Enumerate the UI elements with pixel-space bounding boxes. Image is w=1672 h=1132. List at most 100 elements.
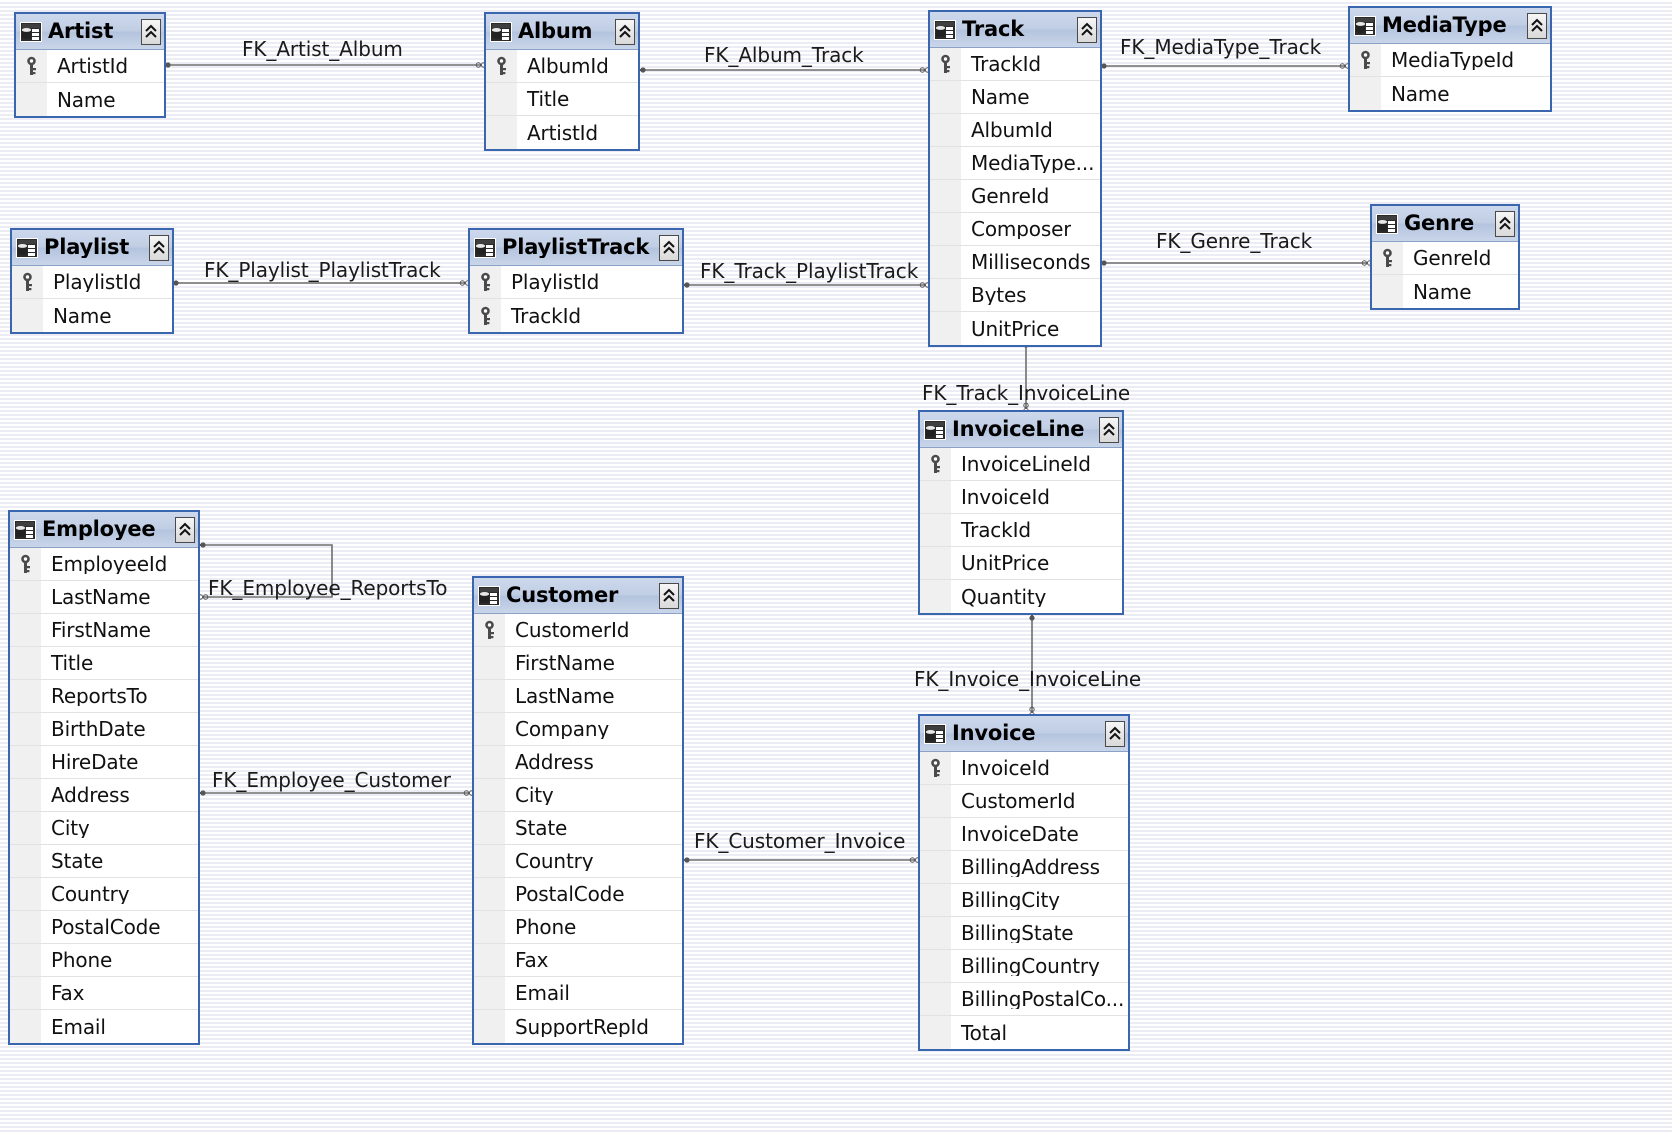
table-header-invoice[interactable]: Invoice bbox=[920, 716, 1128, 752]
column-row[interactable]: PostalCode bbox=[474, 878, 682, 911]
table-header-playlisttrack[interactable]: PlaylistTrack bbox=[470, 230, 682, 266]
column-row[interactable]: InvoiceDate bbox=[920, 818, 1128, 851]
column-row[interactable]: Country bbox=[474, 845, 682, 878]
relationship-label-fk_album_track[interactable]: FK_Album_Track bbox=[704, 43, 864, 67]
column-row[interactable]: SupportRepId bbox=[474, 1010, 682, 1043]
column-row[interactable]: City bbox=[474, 779, 682, 812]
column-row[interactable]: BillingPostalCo... bbox=[920, 983, 1128, 1016]
column-row[interactable]: PlaylistId bbox=[12, 266, 172, 299]
column-row[interactable]: PlaylistId bbox=[470, 266, 682, 299]
table-header-artist[interactable]: Artist bbox=[16, 14, 164, 50]
collapse-chevron-icon[interactable] bbox=[1495, 210, 1515, 237]
relationship-label-fk_mediatype_track[interactable]: FK_MediaType_Track bbox=[1120, 35, 1322, 59]
column-row[interactable]: ReportsTo bbox=[10, 680, 198, 713]
relationship-label-fk_track_playlisttrack[interactable]: FK_Track_PlaylistTrack bbox=[700, 259, 919, 283]
relationship-label-fk_invoice_invoiceline[interactable]: FK_Invoice_InvoiceLine bbox=[914, 667, 1142, 691]
collapse-chevron-icon[interactable] bbox=[1099, 416, 1119, 443]
relationship-label-fk_playlist_playlisttrack[interactable]: FK_Playlist_PlaylistTrack bbox=[204, 258, 441, 282]
column-row[interactable]: Name bbox=[1350, 77, 1550, 110]
column-row[interactable]: Country bbox=[10, 878, 198, 911]
column-row[interactable]: TrackId bbox=[920, 514, 1122, 547]
collapse-chevron-icon[interactable] bbox=[1105, 720, 1125, 747]
column-row[interactable]: MediaTypeId bbox=[1350, 44, 1550, 77]
column-row[interactable]: InvoiceId bbox=[920, 752, 1128, 785]
column-row[interactable]: Address bbox=[474, 746, 682, 779]
column-row[interactable]: InvoiceId bbox=[920, 481, 1122, 514]
column-row[interactable]: Email bbox=[10, 1010, 198, 1043]
column-row[interactable]: Name bbox=[1372, 275, 1518, 308]
column-row[interactable]: GenreId bbox=[1372, 242, 1518, 275]
column-row[interactable]: FirstName bbox=[474, 647, 682, 680]
column-row[interactable]: Fax bbox=[10, 977, 198, 1010]
relationship-label-fk_artist_album[interactable]: FK_Artist_Album bbox=[242, 37, 403, 61]
column-row[interactable]: Name bbox=[930, 81, 1100, 114]
column-row[interactable]: BillingAddress bbox=[920, 851, 1128, 884]
table-header-track[interactable]: Track bbox=[930, 12, 1100, 48]
column-row[interactable]: Quantity bbox=[920, 580, 1122, 613]
column-row[interactable]: TrackId bbox=[930, 48, 1100, 81]
column-row[interactable]: LastName bbox=[10, 581, 198, 614]
column-row[interactable]: PostalCode bbox=[10, 911, 198, 944]
collapse-chevron-icon[interactable] bbox=[149, 234, 169, 261]
column-row[interactable]: Composer bbox=[930, 213, 1100, 246]
relationship-label-fk_track_invoiceline[interactable]: FK_Track_InvoiceLine bbox=[922, 381, 1131, 405]
column-row[interactable]: City bbox=[10, 812, 198, 845]
column-row[interactable]: EmployeeId bbox=[10, 548, 198, 581]
column-row[interactable]: InvoiceLineId bbox=[920, 448, 1122, 481]
column-row[interactable]: Fax bbox=[474, 944, 682, 977]
table-header-genre[interactable]: Genre bbox=[1372, 206, 1518, 242]
column-row[interactable]: BillingCountry bbox=[920, 950, 1128, 983]
column-row[interactable]: UnitPrice bbox=[930, 312, 1100, 345]
column-row[interactable]: Address bbox=[10, 779, 198, 812]
collapse-chevron-icon[interactable] bbox=[659, 582, 679, 609]
column-row[interactable]: FirstName bbox=[10, 614, 198, 647]
table-header-mediatype[interactable]: MediaType bbox=[1350, 8, 1550, 44]
column-row[interactable]: AlbumId bbox=[486, 50, 638, 83]
table-header-invoiceline[interactable]: InvoiceLine bbox=[920, 412, 1122, 448]
column-row[interactable]: HireDate bbox=[10, 746, 198, 779]
column-row[interactable]: MediaType... bbox=[930, 147, 1100, 180]
column-row[interactable]: ArtistId bbox=[486, 116, 638, 149]
column-row[interactable]: TrackId bbox=[470, 299, 682, 332]
column-row[interactable]: LastName bbox=[474, 680, 682, 713]
table-header-employee[interactable]: Employee bbox=[10, 512, 198, 548]
column-row[interactable]: Bytes bbox=[930, 279, 1100, 312]
column-row[interactable]: State bbox=[10, 845, 198, 878]
column-row[interactable]: CustomerId bbox=[920, 785, 1128, 818]
column-row[interactable]: AlbumId bbox=[930, 114, 1100, 147]
column-row[interactable]: BillingState bbox=[920, 917, 1128, 950]
column-row[interactable]: BillingCity bbox=[920, 884, 1128, 917]
column-row[interactable]: CustomerId bbox=[474, 614, 682, 647]
collapse-chevron-icon[interactable] bbox=[1077, 16, 1097, 43]
relationship-label-fk_genre_track[interactable]: FK_Genre_Track bbox=[1156, 229, 1313, 253]
column-row[interactable]: GenreId bbox=[930, 180, 1100, 213]
collapse-chevron-icon[interactable] bbox=[615, 18, 635, 45]
relationship-label-fk_employee_customer[interactable]: FK_Employee_Customer bbox=[212, 768, 451, 792]
column-row[interactable]: Milliseconds bbox=[930, 246, 1100, 279]
column-row[interactable]: UnitPrice bbox=[920, 547, 1122, 580]
table-header-customer[interactable]: Customer bbox=[474, 578, 682, 614]
column-row[interactable]: ArtistId bbox=[16, 50, 164, 83]
collapse-chevron-icon[interactable] bbox=[659, 234, 679, 261]
column-row[interactable]: State bbox=[474, 812, 682, 845]
table-header-playlist[interactable]: Playlist bbox=[12, 230, 172, 266]
collapse-chevron-icon[interactable] bbox=[175, 516, 195, 543]
column-row[interactable]: Title bbox=[486, 83, 638, 116]
column-row[interactable]: Title bbox=[10, 647, 198, 680]
column-row[interactable]: Name bbox=[16, 83, 164, 116]
column-row[interactable]: Email bbox=[474, 977, 682, 1010]
column-row[interactable]: Name bbox=[12, 299, 172, 332]
column-row[interactable]: Company bbox=[474, 713, 682, 746]
